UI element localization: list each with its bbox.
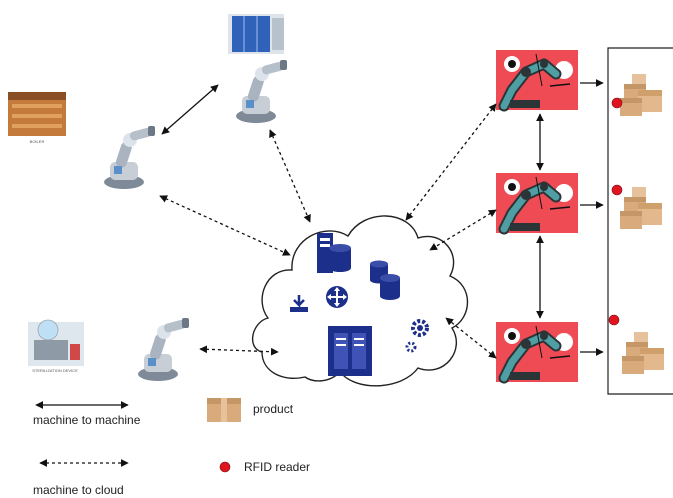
robot-station-middle [496,173,578,233]
rfid-reader-3 [608,314,620,326]
boiler-caption: BOILER [30,139,45,144]
product-box-2 [620,187,662,229]
product-box-3 [622,332,664,374]
rfid-reader-1 [611,97,623,109]
gear-icon [405,319,429,353]
m2c-arrow-bottom-arm [199,345,279,356]
rfid-reader-2 [611,184,623,196]
cloud [251,215,468,387]
product-box-1 [620,74,662,116]
legend-machine-to-cloud-label: machine to cloud [33,483,124,497]
legend-product-label: product [253,402,294,416]
legend-machine-to-machine-label: machine to machine [33,413,141,427]
tank-caption: STERILIZATION DEVICE [32,368,78,373]
robot-station-top [496,50,578,110]
tank-machine: STERILIZATION DEVICE [28,319,84,373]
robot-arm-top [236,60,287,123]
robot-station-bottom [496,322,578,382]
cabinet-machine [228,14,284,54]
download-icon [290,295,308,312]
m2c-arrow-robot-top [405,103,497,221]
m2c-arrow-top-arm [269,129,311,223]
legend-rfid-icon [219,461,231,473]
data-center-icon [328,326,372,376]
m2c-arrow-robot-bottom [445,317,497,359]
router-icon [326,286,348,308]
robot-arm-bottom [138,318,189,381]
boiler-machine: BOILER [8,92,66,144]
database-stack-icon [370,260,400,300]
robot-arm-left [104,126,155,189]
m2m-arrow-top-arms [161,84,219,135]
m2c-arrow-left-arm [159,195,291,256]
legend-rfid-label: RFID reader [244,460,311,474]
database-icon [329,244,351,272]
product-area-frame [607,47,673,395]
legend-product-icon [207,398,241,422]
m2c-arrow-robot-middle [429,209,497,251]
